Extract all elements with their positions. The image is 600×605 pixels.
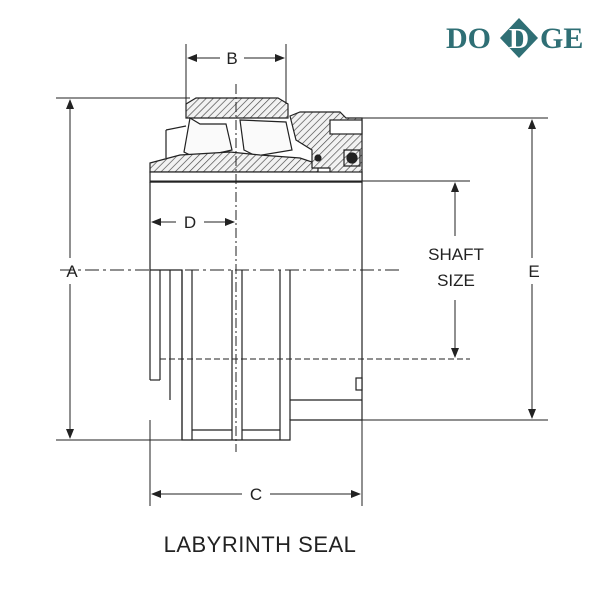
roller-right	[239, 119, 293, 157]
dodge-logo: DO D GE	[446, 18, 583, 58]
dim-label-a: A	[66, 262, 78, 281]
bearing-cross-section	[149, 84, 363, 452]
outer-race	[185, 97, 289, 119]
roller-left	[183, 117, 233, 159]
seal-slot	[329, 119, 363, 135]
dim-label-size: SIZE	[437, 271, 475, 290]
dim-label-c: C	[250, 485, 262, 504]
seal-screw	[346, 152, 358, 164]
dim-label-d: D	[184, 213, 196, 232]
dimension-lines	[56, 44, 548, 506]
dimension-labels: B A E D C SHAFT SIZE	[66, 49, 539, 504]
logo-text-right: GE	[540, 22, 583, 55]
logo-diamond: D	[500, 18, 538, 58]
logo-text-left: DO	[446, 22, 491, 55]
dim-label-b: B	[226, 49, 237, 68]
diagram-caption: LABYRINTH SEAL	[164, 532, 357, 557]
dim-label-e: E	[528, 262, 539, 281]
reference-lines	[60, 180, 470, 360]
dim-label-shaft: SHAFT	[428, 245, 484, 264]
logo-diamond-letter: D	[509, 24, 529, 55]
inner-race	[149, 151, 319, 173]
